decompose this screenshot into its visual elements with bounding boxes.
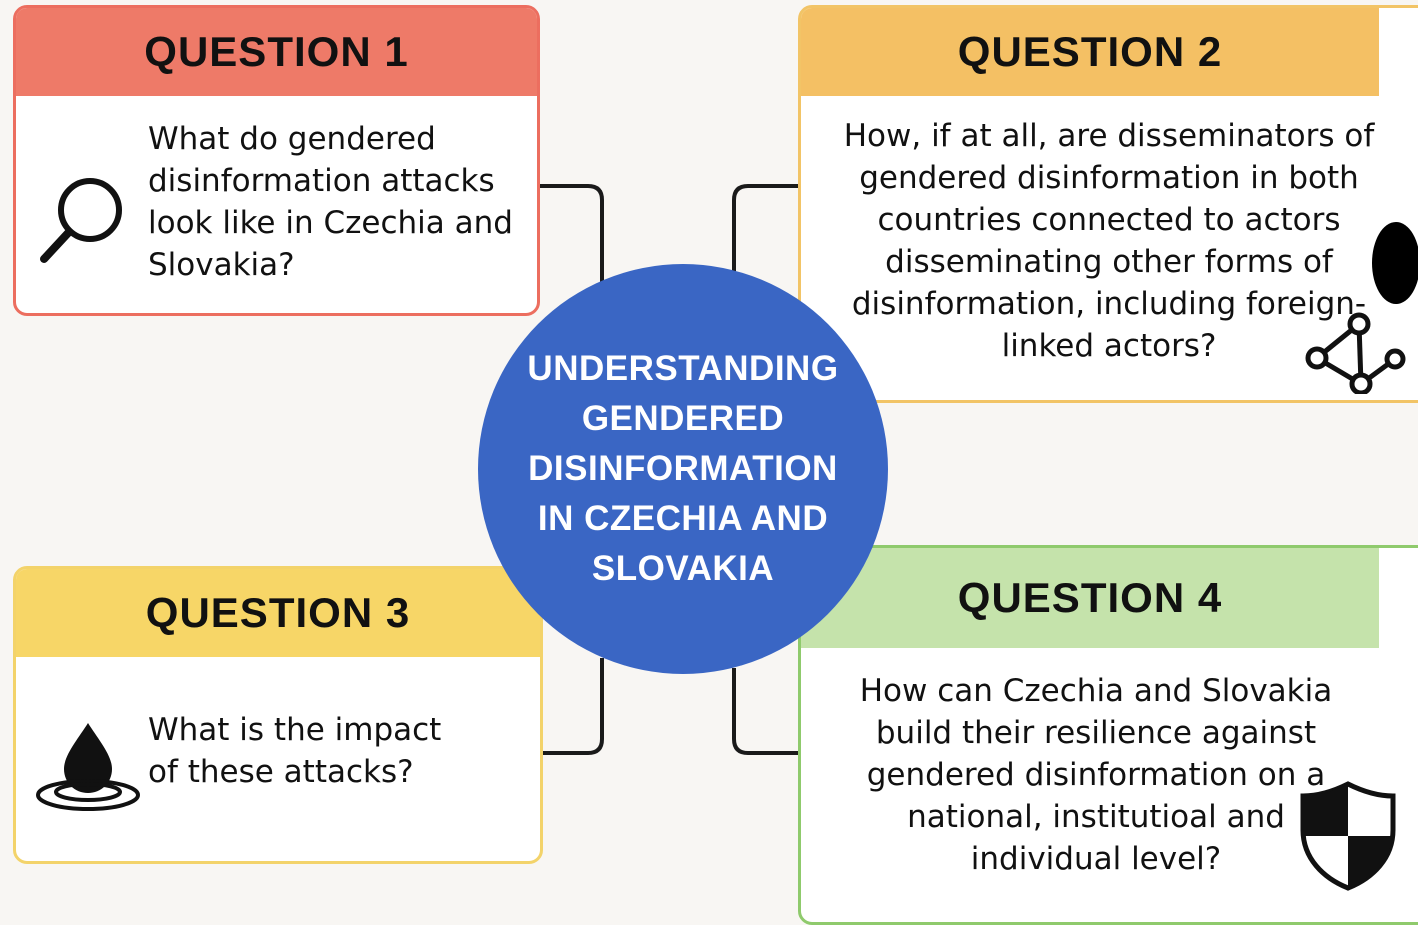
question-2-text: How, if at all, are disseminators of gen… [843,118,1375,364]
question-3-text: What is the impact of these attacks? [148,712,442,790]
question-1-heading: QUESTION 1 [16,8,537,96]
question-card-4: QUESTION 4 How can Czechia and Slovakia … [798,545,1418,925]
connector-lines [540,184,798,755]
question-4-text: How can Czechia and Slovakia build their… [859,673,1333,877]
connector-q3 [543,658,604,755]
question-4-heading: QUESTION 4 [801,548,1379,648]
question-card-2: QUESTION 2 How, if at all, are dissemina… [798,5,1418,403]
black-oval-shape [1372,222,1418,304]
question-card-1: QUESTION 1 What do gendered disinformati… [13,5,540,316]
central-topic-circle: UNDERSTANDING GENDERED DISINFORMATION IN… [478,264,888,674]
water-drop-ripple-icon [36,723,140,811]
connector-q4 [732,668,798,755]
connector-q1 [540,184,604,282]
central-topic-title: UNDERSTANDING GENDERED DISINFORMATION IN… [527,349,839,588]
question-2-heading: QUESTION 2 [801,8,1379,96]
question-1-text: What do gendered disinformation attacks … [148,121,513,283]
connector-q2 [732,184,798,274]
magnifying-glass-icon [40,178,122,263]
shield-icon [1300,781,1396,891]
question-card-3: QUESTION 3 What is the impact of these a… [13,566,543,864]
question-3-heading: QUESTION 3 [16,569,540,657]
network-icon [1305,312,1406,394]
